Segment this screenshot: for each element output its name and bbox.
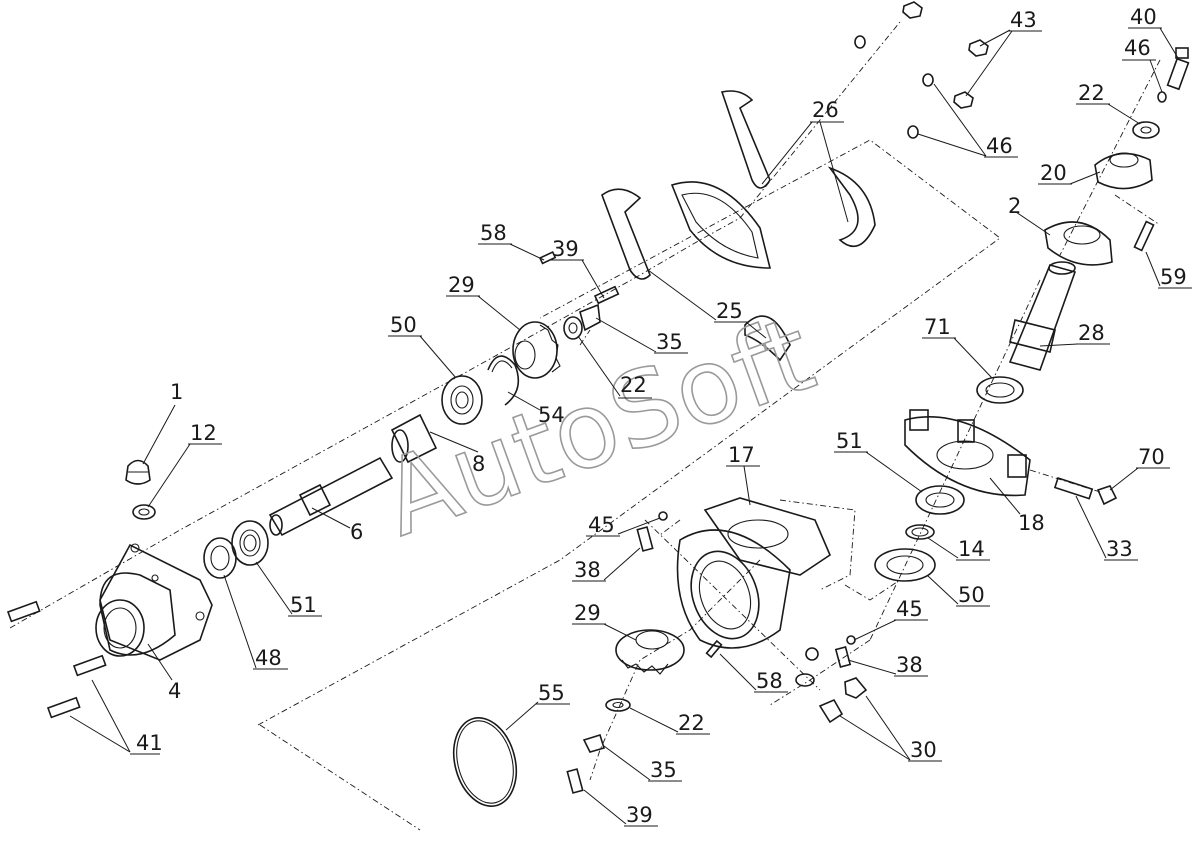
callout-6: 6 (350, 520, 363, 544)
callout-22-top: 22 (1078, 81, 1105, 105)
callout-55: 55 (538, 681, 565, 705)
nuts-43-46 (854, 1, 1167, 139)
bearing-51-left (231, 520, 269, 566)
callout-12: 12 (190, 421, 217, 445)
callout-29-upper: 29 (448, 273, 475, 297)
ring-14 (905, 524, 935, 540)
callout-26: 26 (812, 98, 839, 122)
callout-30: 30 (910, 738, 937, 762)
bolts-41 (6, 600, 107, 719)
callout-51-left: 51 (290, 593, 317, 617)
washer-22-top (1132, 121, 1160, 139)
sleeve-8 (390, 413, 438, 464)
callout-28: 28 (1078, 321, 1105, 345)
callout-41: 41 (136, 731, 163, 755)
housing-18 (904, 409, 1031, 497)
callout-48: 48 (255, 646, 282, 670)
bearing-50-upper (441, 375, 483, 425)
callout-45-right: 45 (896, 597, 923, 621)
breather-plug-1 (125, 459, 151, 485)
callout-1: 1 (170, 380, 183, 404)
callout-8: 8 (472, 452, 485, 476)
callout-45-left: 45 (588, 513, 615, 537)
lock-plate-35-upper (579, 303, 601, 332)
bolt-40 (1166, 47, 1190, 91)
callout-59: 59 (1160, 265, 1187, 289)
callout-71: 71 (924, 315, 951, 339)
callout-38-left: 38 (574, 558, 601, 582)
callout-38-right: 38 (896, 653, 923, 677)
callout-25: 25 (716, 299, 743, 323)
bearing-50-lower (874, 548, 936, 582)
callout-40: 40 (1130, 5, 1157, 29)
callout-50-upper: 50 (390, 313, 417, 337)
seal-48 (203, 537, 237, 579)
callout-22-lower: 22 (678, 711, 705, 735)
callout-14: 14 (958, 537, 985, 561)
callout-46-left: 46 (986, 134, 1013, 158)
washer-22-upper (563, 316, 583, 340)
callout-2: 2 (1008, 194, 1021, 218)
bevel-gear-29-upper (512, 321, 561, 379)
bolt-39-upper (593, 285, 620, 305)
o-ring-55 (452, 717, 518, 807)
callout-18: 18 (1018, 511, 1045, 535)
callout-39-lower: 39 (626, 803, 653, 827)
callout-54: 54 (538, 403, 565, 427)
pin-59 (1133, 220, 1155, 252)
callout-46-right: 46 (1124, 36, 1151, 60)
guard-25 (601, 181, 791, 362)
pin-58-lower (705, 639, 723, 659)
callout-70: 70 (1138, 445, 1165, 469)
callout-43: 43 (1010, 8, 1037, 32)
callout-58-lower: 58 (756, 669, 783, 693)
callout-50-lower: 50 (958, 583, 985, 607)
hub-2 (1044, 221, 1113, 266)
callout-35-lower: 35 (650, 758, 677, 782)
tube-33-fitting-70 (1053, 476, 1118, 506)
shaft-6 (268, 456, 394, 537)
housing-4 (95, 543, 213, 661)
washer-22-lower (605, 698, 631, 712)
callout-29-lower: 29 (574, 601, 601, 625)
lock-plate-35-lower (582, 733, 606, 753)
callout-20: 20 (1040, 161, 1067, 185)
center-lines (9, 21, 1161, 831)
gearbox-housing-17 (676, 497, 831, 649)
flange-20 (1094, 152, 1153, 190)
guard-26 (720, 90, 876, 248)
callout-4: 4 (168, 679, 181, 703)
seal-71 (976, 376, 1024, 404)
plugs-30 (795, 647, 868, 724)
shaft-28 (1008, 261, 1077, 371)
callout-group: 1 12 4 41 48 51 6 8 50 54 29 58 39 (69, 5, 1192, 827)
callout-58-upper: 58 (480, 221, 507, 245)
pin-58-upper (538, 251, 557, 265)
bolt-39-lower (566, 768, 584, 794)
callout-22-upper: 22 (620, 373, 647, 397)
callout-39-upper: 39 (552, 237, 579, 261)
bearing-51-right (915, 485, 965, 515)
callout-35-upper: 35 (656, 330, 683, 354)
callout-51-right: 51 (836, 429, 863, 453)
callout-17: 17 (728, 443, 755, 467)
washer-12 (132, 504, 156, 520)
callout-33: 33 (1106, 537, 1133, 561)
bevel-gear-29-lower (615, 629, 685, 675)
